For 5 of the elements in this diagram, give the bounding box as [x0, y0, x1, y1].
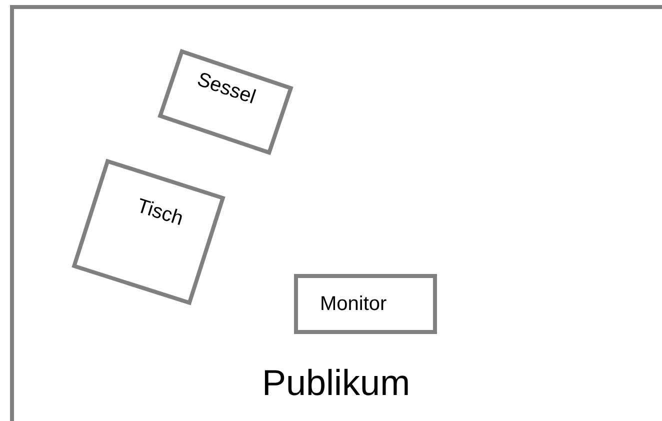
furniture-label: Tisch	[133, 194, 186, 232]
audience-label: Publikum	[262, 362, 410, 404]
furniture-label: Monitor	[320, 293, 387, 316]
furniture-label: Sessel	[194, 68, 258, 110]
monitor-box	[294, 274, 437, 334]
